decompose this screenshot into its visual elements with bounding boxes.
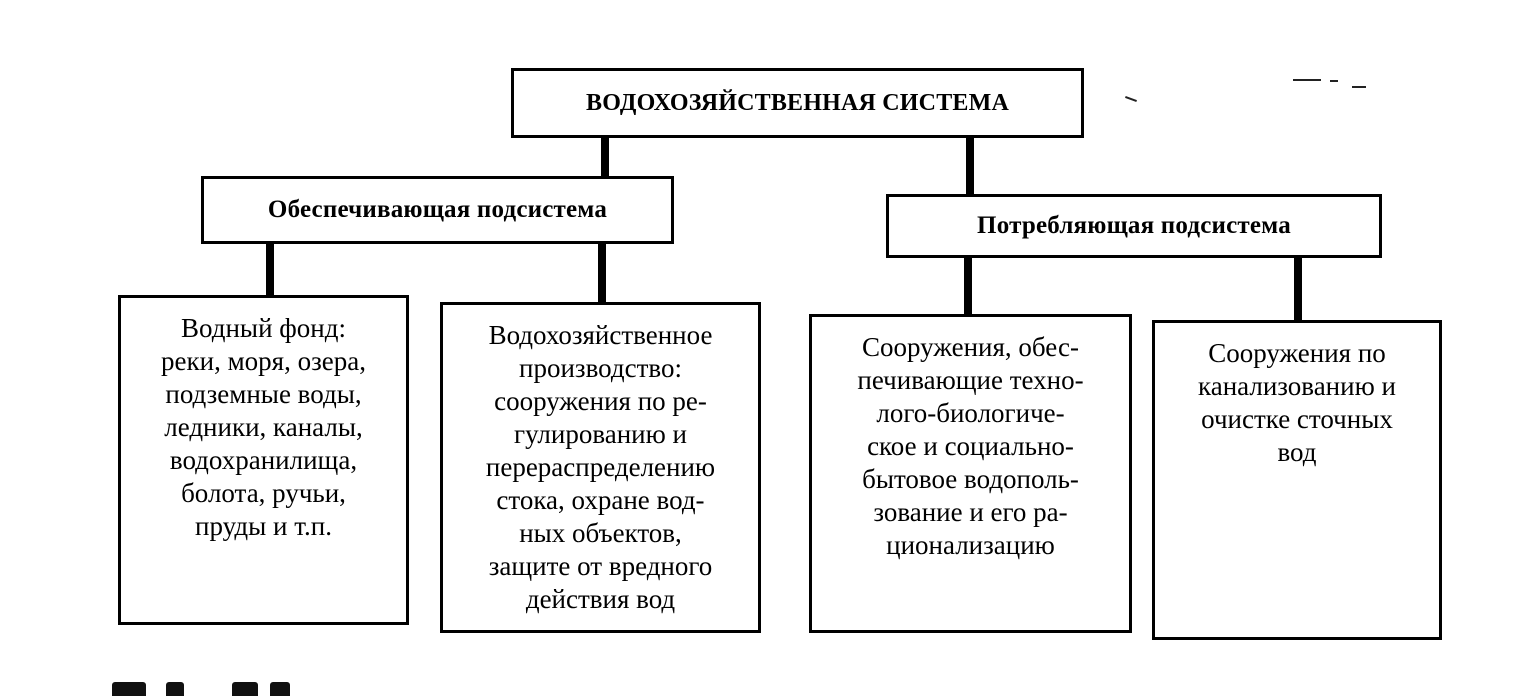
water-use-facilities-text: Сооружения, обес- печивающие техно- лого… (857, 332, 1084, 560)
sewerage-facilities-box: Сооружения по канализованию и очистке ст… (1152, 320, 1442, 640)
cropped-caption-fragment (112, 676, 372, 696)
consume-subsystem-label: Потребляющая подсистема (977, 212, 1291, 239)
root-system-box: ВОДОХОЗЯЙСТВЕННАЯ СИСТЕМА (511, 68, 1084, 138)
root-system-label: ВОДОХОЗЯЙСТВЕННАЯ СИСТЕМА (585, 89, 1009, 116)
connector-consume-to-water-use (964, 254, 972, 318)
scan-mark (1330, 80, 1338, 82)
water-use-facilities-box: Сооружения, обес- печивающие техно- лого… (809, 314, 1132, 633)
sewerage-facilities-text: Сооружения по канализованию и очистке ст… (1198, 338, 1396, 467)
connector-supply-to-water-fund (266, 240, 274, 298)
water-production-box: Водохозяйственное производство: сооружен… (440, 302, 761, 633)
water-fund-text: Водный фонд: реки, моря, озера, подземны… (161, 313, 366, 541)
consume-subsystem-box: Потребляющая подсистема (886, 194, 1382, 258)
supply-subsystem-box: Обеспечивающая подсистема (201, 176, 674, 244)
water-fund-box: Водный фонд: реки, моря, озера, подземны… (118, 295, 409, 625)
scan-mark (1352, 86, 1366, 88)
connector-consume-to-sewerage (1294, 258, 1302, 324)
scan-mark (1293, 79, 1321, 81)
connector-supply-to-production (598, 240, 606, 306)
supply-subsystem-label: Обеспечивающая подсистема (267, 196, 608, 223)
connector-root-to-consume (966, 136, 974, 194)
water-production-text: Водохозяйственное производство: сооружен… (485, 320, 716, 614)
scan-mark (1125, 96, 1137, 102)
connector-root-to-supply (601, 136, 609, 182)
